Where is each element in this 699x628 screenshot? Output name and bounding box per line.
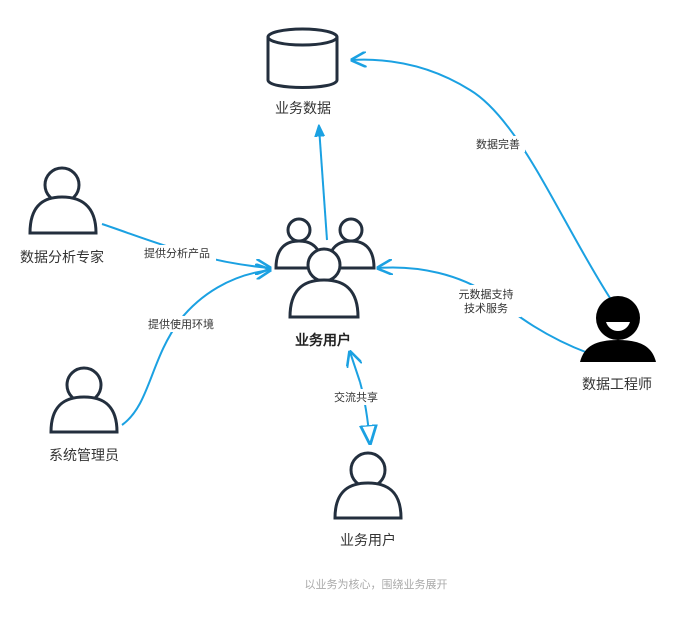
edge-label-engineer-data: 数据完善 bbox=[476, 137, 520, 151]
sys-admin-label: 系统管理员 bbox=[49, 448, 119, 464]
footer-caption: 以业务为核心，围绕业务展开 bbox=[305, 577, 448, 591]
edge-engineer-to-data bbox=[352, 60, 611, 299]
edge-label-engineer-users-1: 元数据支持 bbox=[459, 287, 514, 301]
engineer-icon bbox=[580, 296, 656, 362]
business-data-label: 业务数据 bbox=[275, 101, 331, 117]
data-analyst-label: 数据分析专家 bbox=[20, 249, 104, 266]
business-user-center-label: 业务用户 bbox=[295, 332, 351, 349]
edge-users-exchange-up-arrow bbox=[350, 352, 360, 383]
edge-label-exchange: 交流共享 bbox=[334, 390, 378, 404]
user-group-icon bbox=[274, 217, 376, 319]
user-icon-bottom bbox=[333, 451, 403, 520]
user-icon-admin bbox=[49, 366, 119, 434]
edge-label-analyst: 提供分析产品 bbox=[144, 246, 210, 260]
user-icon-analyst bbox=[28, 166, 98, 235]
edge-label-admin: 提供使用环境 bbox=[148, 317, 214, 331]
edge-users-exchange bbox=[360, 381, 370, 443]
edge-users-to-data bbox=[319, 127, 328, 241]
data-engineer-label: 数据工程师 bbox=[582, 377, 652, 393]
business-user-bottom-label: 业务用户 bbox=[340, 532, 396, 549]
edge-label-engineer-users-2: 技术服务 bbox=[464, 302, 508, 315]
database-icon bbox=[266, 27, 339, 89]
edge-admin-to-users bbox=[121, 270, 270, 426]
